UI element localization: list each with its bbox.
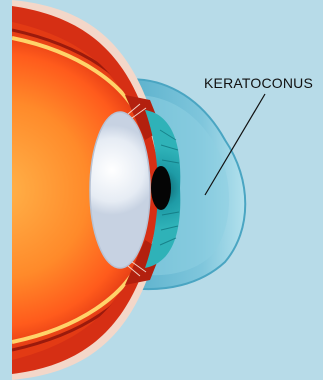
pupil — [151, 166, 171, 210]
lens — [90, 112, 150, 268]
keratoconus-label: KERATOCONUS — [204, 75, 313, 91]
left-edge — [0, 0, 12, 380]
